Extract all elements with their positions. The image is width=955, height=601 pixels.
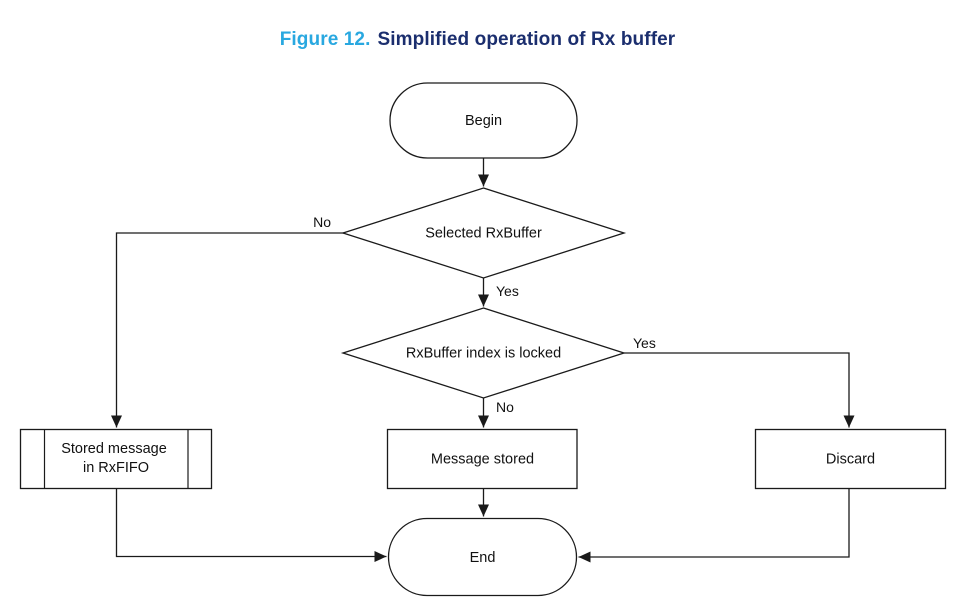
node-message-stored: Message stored [386, 428, 578, 490]
node-selected-rxbuffer: Selected RxBuffer [340, 187, 627, 279]
node-discard: Discard [754, 428, 947, 490]
rxbuffer-locked-diamond [340, 307, 627, 399]
selected-rxbuffer-diamond [340, 187, 627, 279]
node-end: End [387, 517, 578, 597]
figure-caption: Simplified operation of Rx buffer [377, 29, 676, 50]
node-begin: Begin [389, 82, 578, 159]
edge-label-locked-yes: Yes [633, 335, 656, 351]
node-rxbuffer-locked: RxBuffer index is locked [340, 307, 627, 399]
end-terminator-shape [387, 517, 578, 597]
edge-label-locked-no: No [496, 399, 514, 415]
edge-locked-yes-to-discard [624, 352, 855, 428]
begin-label: Begin [465, 113, 502, 129]
figure-title: Figure 12. Simplified operation of Rx buf… [0, 29, 955, 51]
edge-selected-no-to-stored [111, 232, 344, 428]
message-stored-label: Message stored [431, 452, 534, 468]
figure-number-label: Figure 12. [279, 29, 371, 50]
stored-rxfifo-label: Stored message in RxFIFO [61, 441, 171, 476]
edge-stored-to-end [115, 488, 387, 562]
end-label: End [470, 550, 496, 566]
edge-label-selected-no: No [313, 214, 331, 230]
discard-label: Discard [826, 452, 875, 468]
message-stored-box [386, 428, 578, 490]
begin-terminator-shape [389, 82, 578, 159]
stored-rxfifo-box [19, 428, 213, 490]
edge-discard-to-end [578, 488, 850, 563]
discard-box [754, 428, 947, 490]
node-stored-rxfifo: Stored message in RxFIFO [19, 428, 213, 490]
edge-label-selected-yes: Yes [496, 283, 519, 299]
rxbuffer-locked-label: RxBuffer index is locked [406, 346, 561, 362]
selected-rxbuffer-label: Selected RxBuffer [425, 226, 542, 242]
